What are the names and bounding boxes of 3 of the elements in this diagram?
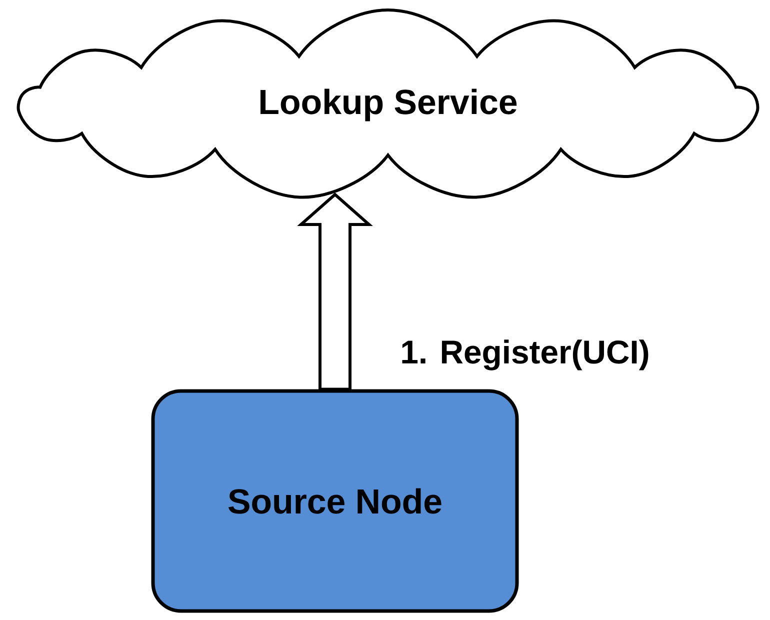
process-box: Source Node (151, 389, 519, 613)
edge-label: 1. Register(UCI) (402, 340, 648, 370)
block-arrow (297, 192, 373, 391)
